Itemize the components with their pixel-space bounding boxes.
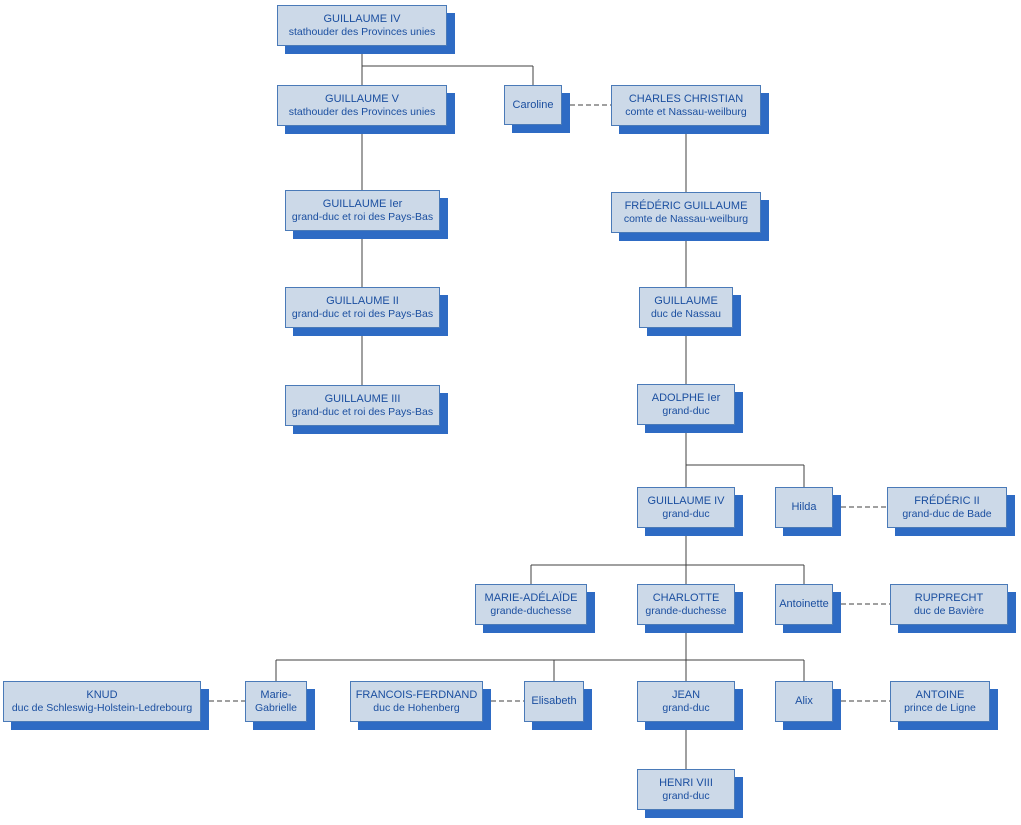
person-title: duc de Schleswig-Holstein-Ledrebourg xyxy=(11,701,193,714)
person-name: RUPPRECHT xyxy=(914,591,984,604)
person-title: grand-duc xyxy=(662,789,710,802)
person-name: FRÉDÉRIC II xyxy=(914,494,980,507)
node-guillaume-iv-grand-duc: GUILLAUME IV grand-duc xyxy=(637,487,735,528)
person-name: Alix xyxy=(795,695,813,707)
person-name-line2: Gabrielle xyxy=(254,701,298,714)
person-name: GUILLAUME xyxy=(654,294,718,307)
person-name: CHARLES CHRISTIAN xyxy=(628,92,744,105)
person-name: MARIE-ADÉLAÏDE xyxy=(484,591,578,604)
person-title: grand-duc xyxy=(662,507,710,520)
node-antoinette: Antoinette xyxy=(775,584,833,625)
person-name: Hilda xyxy=(791,501,817,513)
node-caroline: Caroline xyxy=(504,85,562,125)
person-title: grand-duc xyxy=(662,404,710,417)
person-name: ANTOINE xyxy=(915,688,965,701)
node-hilda: Hilda xyxy=(775,487,833,528)
person-name: GUILLAUME Ier xyxy=(322,197,403,210)
person-title: grand-duc et roi des Pays-Bas xyxy=(291,307,434,320)
person-title: grand-duc xyxy=(662,701,710,714)
node-frederic-ii: FRÉDÉRIC II grand-duc de Bade xyxy=(887,487,1007,528)
person-name: Antoinette xyxy=(779,598,829,610)
node-charles-christian: CHARLES CHRISTIAN comte et Nassau-weilbu… xyxy=(611,85,761,126)
node-guillaume-v: GUILLAUME V stathouder des Provinces uni… xyxy=(277,85,447,126)
person-name: GUILLAUME II xyxy=(326,294,399,307)
node-alix: Alix xyxy=(775,681,833,722)
person-title: comte de Nassau-weilburg xyxy=(623,212,749,225)
person-name: JEAN xyxy=(671,688,701,701)
node-elisabeth: Elisabeth xyxy=(524,681,584,722)
person-title: comte et Nassau-weilburg xyxy=(625,105,747,118)
person-name: KNUD xyxy=(86,688,118,701)
node-guillaume-ier: GUILLAUME Ier grand-duc et roi des Pays-… xyxy=(285,190,440,231)
node-antoine: ANTOINE prince de Ligne xyxy=(890,681,990,722)
node-guillaume-nassau: GUILLAUME duc de Nassau xyxy=(639,287,733,328)
person-name: GUILLAUME III xyxy=(324,392,401,405)
node-francois-ferdnand: FRANCOIS-FERDNAND duc de Hohenberg xyxy=(350,681,483,722)
node-frederic-guillaume: FRÉDÉRIC GUILLAUME comte de Nassau-weilb… xyxy=(611,192,761,233)
person-title: grand-duc de Bade xyxy=(902,507,992,520)
node-jean: JEAN grand-duc xyxy=(637,681,735,722)
person-title: stathouder des Provinces unies xyxy=(288,105,436,118)
person-name: Caroline xyxy=(512,98,554,111)
node-guillaume-iv-stadhouder: GUILLAUME IV stathouder des Provinces un… xyxy=(277,5,447,46)
node-guillaume-ii: GUILLAUME II grand-duc et roi des Pays-B… xyxy=(285,287,440,328)
person-name: GUILLAUME IV xyxy=(323,12,401,25)
node-marie-adelaide: MARIE-ADÉLAÏDE grande-duchesse xyxy=(475,584,587,625)
person-title: grand-duc et roi des Pays-Bas xyxy=(291,210,434,223)
node-knud: KNUD duc de Schleswig-Holstein-Ledrebour… xyxy=(3,681,201,722)
node-rupprecht: RUPPRECHT duc de Bavière xyxy=(890,584,1008,625)
person-title: prince de Ligne xyxy=(904,701,976,714)
person-title: duc de Hohenberg xyxy=(373,701,460,714)
person-name: FRANCOIS-FERDNAND xyxy=(355,688,478,701)
person-name: ADOLPHE Ier xyxy=(651,391,721,404)
person-title: duc de Bavière xyxy=(913,604,985,617)
node-henri: HENRI VIII grand-duc xyxy=(637,769,735,810)
person-title: grande-duchesse xyxy=(645,604,727,617)
node-adolphe: ADOLPHE Ier grand-duc xyxy=(637,384,735,425)
person-name: GUILLAUME IV xyxy=(647,494,725,507)
person-name: Elisabeth xyxy=(531,695,577,707)
person-name: Marie- xyxy=(260,688,292,701)
person-name: FRÉDÉRIC GUILLAUME xyxy=(624,199,748,212)
node-charlotte: CHARLOTTE grande-duchesse xyxy=(637,584,735,625)
person-title: duc de Nassau xyxy=(650,307,722,320)
person-name: HENRI VIII xyxy=(659,776,713,789)
person-name: GUILLAUME V xyxy=(325,92,399,105)
node-guillaume-iii: GUILLAUME III grand-duc et roi des Pays-… xyxy=(285,385,440,426)
person-title: stathouder des Provinces unies xyxy=(288,25,436,38)
person-name: CHARLOTTE xyxy=(652,591,720,604)
node-marie-gabrielle: Marie- Gabrielle xyxy=(245,681,307,722)
person-title: grand-duc et roi des Pays-Bas xyxy=(291,405,434,418)
person-title: grande-duchesse xyxy=(490,604,572,617)
